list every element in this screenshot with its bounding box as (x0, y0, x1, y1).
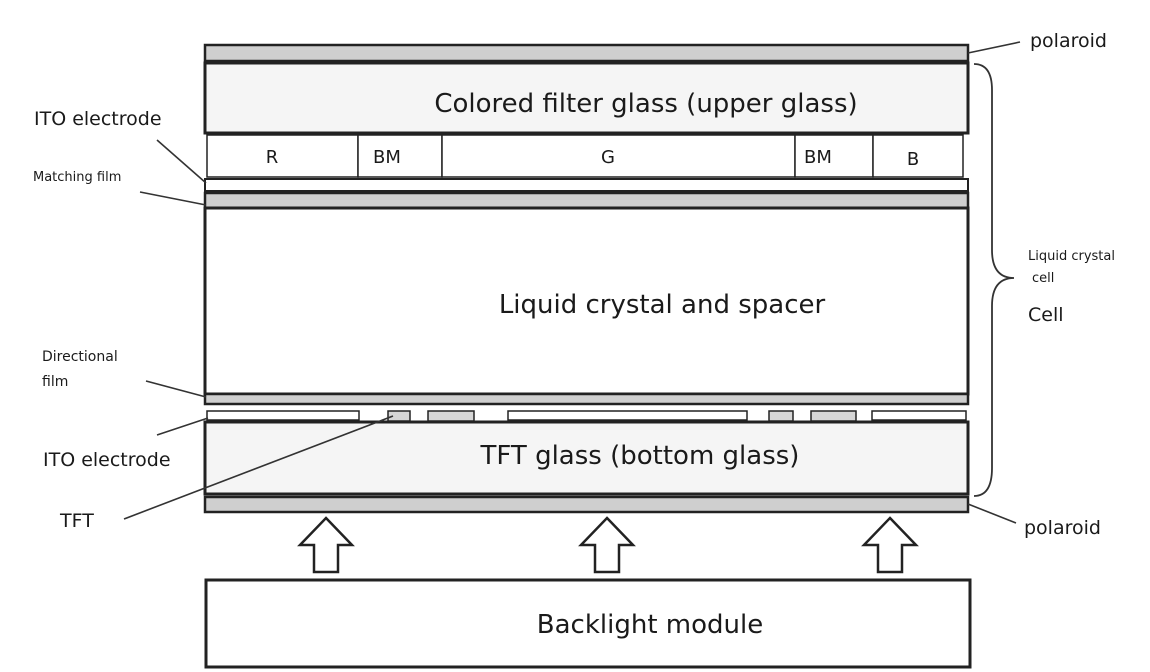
lc-cell-label-line-2: cell (1032, 271, 1054, 286)
leader-ito-top (156, 139, 207, 184)
cell-brace (973, 63, 1015, 497)
leader-tft (123, 415, 394, 520)
upper-glass-layer (203, 61, 970, 135)
directional-film-label-line-1: Directional (42, 349, 118, 365)
tft-glass-label: TFT glass (bottom glass) (480, 441, 800, 471)
filter-r-label: R (266, 147, 279, 168)
filter-bm-1-label: BM (373, 147, 401, 168)
ito-electrode-top-layer (204, 178, 969, 192)
leader-polaroid-top (967, 41, 1021, 54)
polaroid-bottom-layer (203, 495, 970, 514)
ito-electrode-bottom-segment (206, 410, 360, 421)
filter-cell-bm-1 (357, 134, 443, 178)
light-arrow-icon (578, 516, 636, 574)
filter-cell-b (872, 134, 964, 178)
leader-ito-bottom (156, 417, 209, 436)
polaroid-top-label: polaroid (1030, 30, 1107, 52)
ito-electrode-top-label: ITO electrode (34, 108, 162, 130)
filter-cell-r (206, 134, 359, 178)
ito-electrode-bottom-segment (871, 410, 967, 421)
matching-film-layer (203, 191, 970, 210)
leader-matching-film (139, 191, 207, 206)
cell-label: Cell (1028, 304, 1064, 326)
backlight-module (204, 578, 972, 669)
liquid-crystal-layer (203, 206, 970, 396)
tft-glass-layer (203, 420, 970, 496)
liquid-crystal-label: Liquid crystal and spacer (499, 290, 826, 320)
filter-cell-g (441, 134, 796, 178)
directional-film-label-line-2: film (42, 374, 68, 390)
ito-tft-row (206, 410, 967, 422)
tft-label: TFT (59, 510, 94, 532)
light-arrow-icon (861, 516, 919, 574)
directional-film-layer (203, 392, 970, 406)
leader-directional-film (145, 380, 207, 398)
polaroid-bottom-label: polaroid (1024, 517, 1101, 539)
tft-pad (810, 410, 857, 422)
filter-b-label: B (907, 149, 919, 170)
filter-g-label: G (601, 147, 615, 168)
backlight-label: Backlight module (537, 610, 763, 640)
matching-film-label: Matching film (33, 170, 121, 185)
ito-electrode-bottom-label: ITO electrode (43, 449, 171, 471)
light-arrow-icon (297, 516, 355, 574)
lc-cell-label-line-1: Liquid crystal (1028, 249, 1115, 264)
upper-glass-label: Colored filter glass (upper glass) (434, 89, 857, 119)
ito-electrode-bottom-segment (507, 410, 748, 421)
leader-polaroid-bottom (967, 503, 1017, 524)
tft-pad (427, 410, 475, 422)
polaroid-top-layer (203, 43, 970, 63)
filter-cell-bm-2 (794, 134, 874, 178)
filter-bm-2-label: BM (804, 147, 832, 168)
tft-pad (768, 410, 794, 422)
color-filter-row: R BM G BM B (206, 134, 964, 178)
